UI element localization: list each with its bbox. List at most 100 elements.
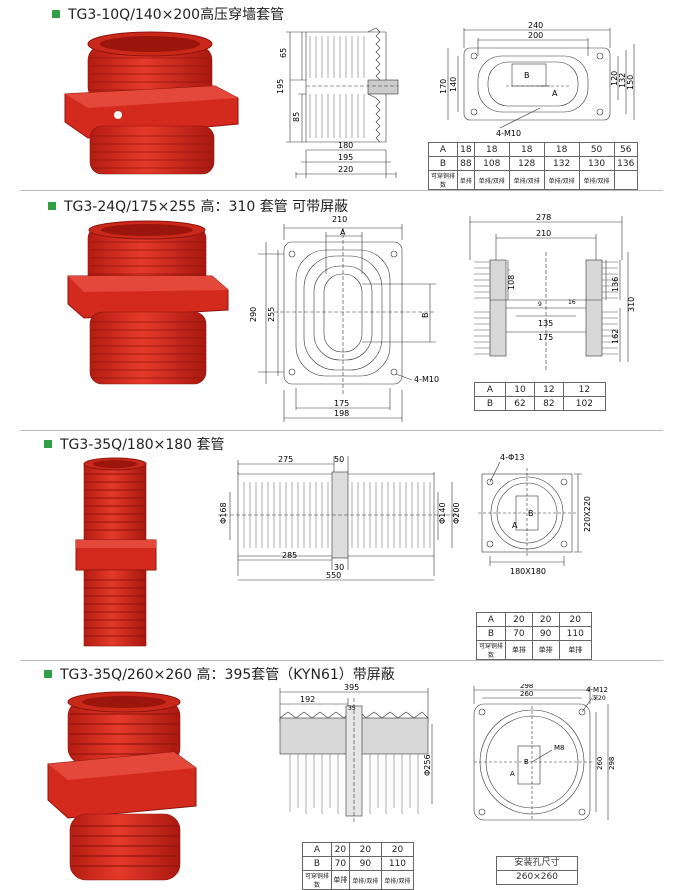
table-cell: 82 bbox=[533, 396, 564, 411]
dim-label: 4-M10 bbox=[496, 129, 521, 138]
spec-table-3: A 20 20 20 B 70 90 110 可穿铜排数 单排 单排 单排 bbox=[476, 612, 593, 660]
table-cell: 50 bbox=[578, 142, 615, 157]
dim-label: 65 bbox=[279, 48, 288, 58]
dim-label: B bbox=[524, 758, 529, 766]
table-cell: 128 bbox=[508, 156, 545, 171]
dim-label: Φ200 bbox=[452, 502, 461, 524]
product-photo-2 bbox=[67, 220, 229, 385]
dim-label: 135 bbox=[538, 319, 553, 328]
table-cell: 90 bbox=[348, 856, 382, 871]
dim-label: 195 bbox=[276, 79, 285, 94]
dim-label: 16 bbox=[568, 299, 576, 306]
table-cell: 单排/双排 bbox=[543, 170, 580, 190]
product-title-1: TG3-10Q/140×200高压穿墙套管 bbox=[52, 4, 284, 24]
dim-label: 260 bbox=[596, 757, 604, 770]
table-cell: 62 bbox=[505, 396, 535, 411]
table-row: B 62 82 102 bbox=[474, 396, 607, 411]
dim-label: Φ168 bbox=[219, 502, 228, 524]
table-row: B 70 90 110 bbox=[302, 856, 415, 871]
dim-label: 175 bbox=[334, 399, 349, 408]
dim-label: 220 bbox=[338, 165, 353, 174]
dim-label: 150 bbox=[626, 75, 635, 90]
dim-label: 4-M12 bbox=[586, 686, 608, 694]
side-drawing-2: 278 210 108 310 136 162 135 175 16 9 bbox=[469, 213, 636, 370]
table-cell: 18 bbox=[543, 142, 580, 157]
table-cell: 单排 bbox=[331, 870, 350, 890]
table-cell: 12 bbox=[562, 382, 607, 397]
dim-label: 4-Φ13 bbox=[500, 453, 524, 462]
product-title-3: TG3-35Q/180×180 套管 bbox=[44, 434, 225, 454]
dim-label: 192 bbox=[300, 695, 315, 704]
product-photo-1 bbox=[64, 31, 239, 175]
product-title-2: TG3-24Q/175×255 高：310 套管 可带屏蔽 bbox=[48, 196, 348, 216]
dim-label: 50 bbox=[334, 455, 344, 464]
table-row: 可穿铜排数 单排 单排/双排 单排/双排 bbox=[302, 870, 415, 890]
dim-label: 298 bbox=[520, 684, 533, 690]
dim-label: 30 bbox=[334, 563, 344, 572]
dim-label: 120 bbox=[610, 71, 619, 86]
spec-table-1: A 18 18 18 18 50 56 B 88 108 128 132 130… bbox=[428, 142, 638, 190]
dim-label: Φ140 bbox=[438, 502, 447, 524]
table-row: 可穿铜排数 单排 单排/双排 单排/双排 单排/双排 单排/双排 bbox=[428, 170, 638, 190]
dim-label: Φ256 bbox=[423, 754, 432, 776]
dim-label: 198 bbox=[334, 409, 349, 418]
table-cell: B bbox=[476, 626, 506, 641]
dim-label: 35 bbox=[348, 705, 356, 712]
dim-label: 170 bbox=[440, 79, 448, 94]
dim-label: 深20 bbox=[592, 694, 606, 702]
table-cell: 单排/双排 bbox=[578, 170, 615, 190]
table-cell: 10 bbox=[505, 382, 535, 397]
dim-label: 255 bbox=[267, 307, 276, 322]
table-cell: 20 bbox=[558, 612, 593, 627]
side-drawing-4: 395 192 35 Φ256 bbox=[279, 684, 433, 822]
table-cell: 20 bbox=[348, 842, 382, 857]
dim-label: A bbox=[552, 89, 558, 98]
dim-label: 290 bbox=[249, 307, 258, 322]
dim-label: 132 bbox=[618, 73, 627, 88]
dim-label: 298 bbox=[608, 757, 614, 770]
plan-drawing-1: 240 200 170 140 120 132 150 B A 4-M10 bbox=[440, 22, 635, 138]
dim-label: A bbox=[512, 521, 518, 530]
table-cell: 单排/双排 bbox=[380, 870, 415, 890]
dim-label: 278 bbox=[536, 213, 551, 222]
install-hole-label: 安装孔尺寸 bbox=[497, 857, 577, 871]
divider bbox=[20, 190, 663, 191]
dim-label: 210 bbox=[332, 215, 347, 224]
dim-label: 136 bbox=[611, 277, 620, 292]
table-cell: 单排 bbox=[505, 640, 533, 660]
table-cell: A bbox=[428, 142, 458, 157]
install-hole-box: 安装孔尺寸 260×260 bbox=[496, 856, 578, 885]
product-photo-3 bbox=[75, 457, 157, 647]
dim-label: 200 bbox=[528, 31, 543, 40]
table-cell: 20 bbox=[505, 612, 533, 627]
table-cell: 110 bbox=[380, 856, 415, 871]
table-cell: 单排/双排 bbox=[348, 870, 382, 890]
dim-label: 180 bbox=[338, 141, 353, 150]
table-cell: 70 bbox=[331, 856, 350, 871]
table-row: A 20 20 20 bbox=[302, 842, 415, 857]
table-row: A 10 12 12 bbox=[474, 382, 607, 397]
table-cell: 可穿铜排数 bbox=[428, 170, 458, 190]
side-drawing-1: 65 195 85 180 195 220 bbox=[276, 27, 399, 178]
table-cell bbox=[613, 170, 638, 190]
dim-label: 310 bbox=[627, 297, 636, 312]
divider bbox=[20, 660, 663, 661]
table-cell: 102 bbox=[562, 396, 607, 411]
side-drawing-3: 275 50 Φ168 Φ140 Φ200 285 30 550 bbox=[218, 455, 461, 581]
dim-label: 195 bbox=[338, 153, 353, 162]
table-cell: 90 bbox=[531, 626, 560, 641]
table-cell: 20 bbox=[380, 842, 415, 857]
bullet-icon bbox=[48, 202, 56, 210]
plan-drawing-2: 210 A 290 255 B 4-M10 175 198 bbox=[249, 215, 439, 422]
table-cell: 108 bbox=[473, 156, 510, 171]
plan-drawing-4: 298 260 4-M12 深20 M8 260 298 A B bbox=[473, 684, 614, 821]
table-cell: 88 bbox=[457, 156, 475, 171]
table-cell: 130 bbox=[578, 156, 615, 171]
dim-label: A bbox=[340, 228, 346, 237]
table-cell: 20 bbox=[531, 612, 560, 627]
dim-label: A bbox=[510, 770, 515, 778]
dim-label: 395 bbox=[344, 684, 359, 692]
dim-label: B bbox=[524, 71, 530, 80]
bullet-icon bbox=[44, 440, 52, 448]
table-row: A 18 18 18 18 50 56 bbox=[428, 142, 638, 157]
